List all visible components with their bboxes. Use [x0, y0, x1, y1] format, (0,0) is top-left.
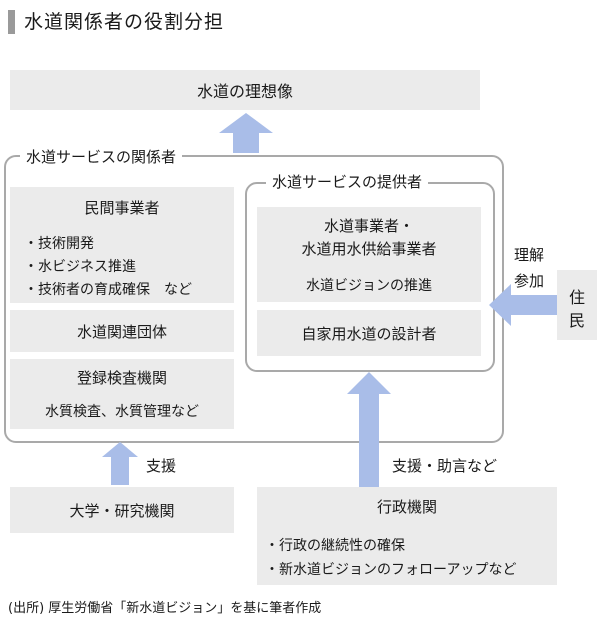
residents-char: 民 [568, 311, 585, 330]
government-item: ・行政の継続性の確保 [265, 538, 405, 554]
arrow-up-gov-support-shape [347, 372, 391, 488]
stakeholders-group-label: 水道サービスの関係者 [20, 147, 183, 167]
arrow-up-to-ideal [219, 113, 273, 153]
ideal-box: 水道の理想像 [10, 70, 480, 110]
government-item: ・新水道ビジョンのフォローアップなど [265, 562, 517, 578]
water-associations-label: 水道関連団体 [76, 322, 167, 341]
page-title: 水道関係者の役割分担 [24, 11, 225, 33]
private-waterworks-designer-box: 自家用水道の設計者 [257, 310, 481, 356]
university-box: 大学・研究機関 [10, 487, 234, 533]
arrow-up-support-shape [102, 442, 138, 485]
arrow-up-to-ideal-shape [219, 113, 273, 153]
support-label: 支援 [146, 457, 177, 475]
private-item: ・水ビジネス推進 [24, 259, 136, 275]
residents-relation-participation: 参加 [514, 272, 545, 290]
arrow-up-gov-support [347, 372, 391, 488]
residents-box: 住 民 [557, 270, 597, 340]
water-operators-box: 水道事業者・ 水道用水供給事業者 水道ビジョンの推進 [257, 207, 481, 302]
arrow-left-from-residents-shape [489, 284, 557, 326]
government-box: 行政機関 ・行政の継続性の確保 ・新水道ビジョンのフォローアップなど [257, 487, 557, 585]
university-label: 大学・研究機関 [69, 501, 175, 520]
government-heading: 行政機関 [376, 498, 437, 516]
residents-relation-understanding: 理解 [514, 246, 545, 264]
private-companies-box: 民間事業者 ・技術開発 ・水ビジネス推進 ・技術者の育成確保 など [10, 187, 234, 303]
water-operators-line2: 水道用水供給事業者 [301, 240, 437, 258]
private-companies-heading: 民間事業者 [84, 199, 160, 217]
private-waterworks-designer-label: 自家用水道の設計者 [301, 324, 437, 343]
providers-group-label: 水道サービスの提供者 [266, 172, 429, 192]
arrow-left-from-residents [489, 284, 557, 326]
gov-support-label: 支援・助言など [392, 457, 498, 475]
private-item: ・技術開発 [24, 236, 94, 252]
private-item: ・技術者の育成確保 など [24, 282, 192, 298]
source-note: (出所) 厚生労働省「新水道ビジョン」を基に筆者作成 [8, 601, 322, 616]
title-accent-bar [8, 10, 15, 34]
water-operators-line1: 水道事業者・ [323, 217, 414, 235]
ideal-label: 水道の理想像 [196, 82, 293, 101]
water-vision-promotion: 水道ビジョンの推進 [306, 278, 432, 294]
inspection-agency-box: 登録検査機関 水質検査、水質管理など [10, 359, 234, 429]
inspection-agency-detail: 水質検査、水質管理など [45, 404, 199, 420]
arrow-up-support [102, 442, 138, 485]
inspection-agency-heading: 登録検査機関 [76, 369, 167, 387]
water-associations-box: 水道関連団体 [10, 310, 234, 352]
residents-char: 住 [568, 288, 585, 307]
